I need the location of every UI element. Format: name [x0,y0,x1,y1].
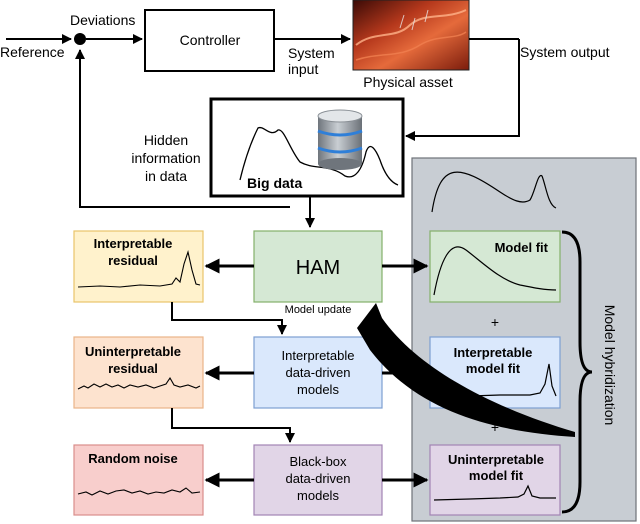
random-noise-label: Random noise [88,451,178,466]
big-data-curve [239,126,399,186]
random-noise-signal [77,487,201,496]
summing-junction [74,33,86,45]
hybridization-brace [561,230,593,514]
blackbox-models-label-2: data-driven [285,471,350,486]
ham-label: HAM [296,257,340,279]
big-data-label: Big data [247,175,302,191]
physical-asset-image [352,0,470,71]
uninterpretable-residual-box [73,336,204,409]
controller-label: Controller [180,32,241,48]
uninterpretable-fit-label-1: Uninterpretable [448,452,544,467]
interpretable-residual-label-2: residual [108,253,158,268]
interpretable-residual-signal [77,249,201,288]
reference-label: Reference [0,44,65,60]
interpretable-fit-label-2: model fit [466,361,521,376]
model-hybridization-label: Model hybridization [602,305,618,426]
output-to-bigdata-arrow [405,39,520,141]
interpretable-residual-box [73,230,204,303]
uninterpretable-fit-label-2: model fit [469,468,524,483]
interpretable-models-label-2: data-driven [285,365,350,380]
interpretable-residual-label-1: Interpretable [94,236,173,251]
interpretable-models-label-1: Interpretable [282,348,355,363]
model-fit-box [429,230,561,303]
interpretable-models-label-3: models [297,382,339,397]
system-input-label-1: System [288,45,335,61]
combined-signal-curve [431,171,557,213]
physical-asset-label: Physical asset [363,74,453,90]
database-icon [317,109,363,170]
hidden-info-label-3: in data [145,168,187,184]
hidden-info-label-2: information [131,150,200,166]
model-fit-label: Model fit [495,240,549,255]
model-fit-curve [433,246,557,296]
blackbox-models-label-1: Black-box [289,454,347,469]
system-input-label-2: input [288,61,318,77]
uninterpretable-residual-label-2: residual [108,361,158,376]
residual-to-interp-models-arrow [171,302,287,335]
deviations-label: Deviations [70,12,135,28]
big-data-box [209,97,405,198]
feedback-arrow [75,49,290,208]
model-update-label: Model update [285,304,352,316]
interpretable-fit-label-1: Interpretable [454,345,533,360]
uninterpretable-fit-curve [433,484,556,501]
plus-sign-2: + [491,419,499,435]
blackbox-models-label-3: models [297,488,339,503]
random-noise-box [73,444,204,516]
hidden-info-label-1: Hidden [144,132,188,148]
uninterpretable-fit-box [429,444,561,516]
uninterpretable-residual-label-1: Uninterpretable [85,344,181,359]
plus-sign-1: + [491,314,499,330]
residual-to-blackbox-arrow [171,408,295,443]
system-output-label: System output [520,44,610,60]
controller-box [144,9,275,72]
model-update-arrow [357,303,575,437]
uninterpretable-residual-signal [77,376,201,390]
